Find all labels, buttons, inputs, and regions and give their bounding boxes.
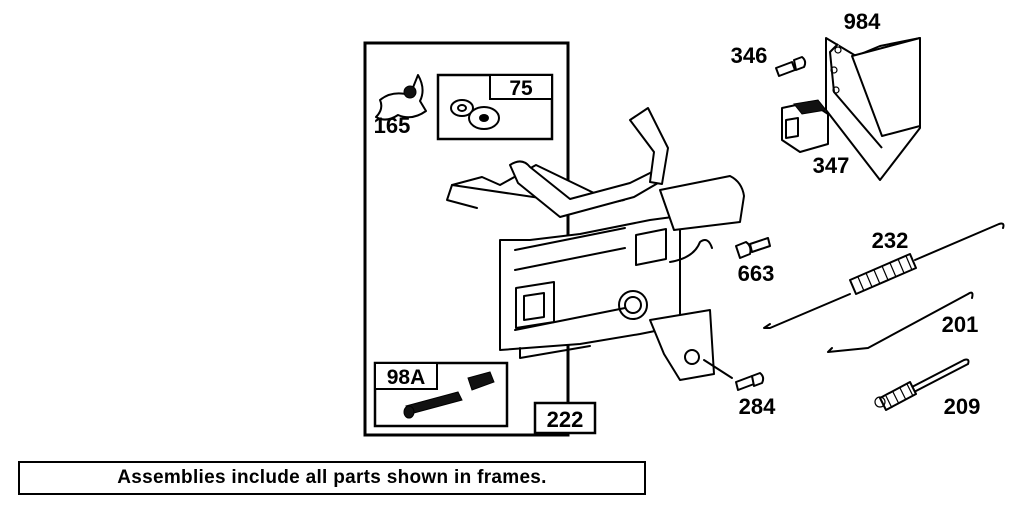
part-label-222: 222 <box>547 407 584 432</box>
washer-kit-75: 75 <box>436 73 554 141</box>
part-label-75: 75 <box>509 77 533 100</box>
spring-209: 209 <box>874 358 981 419</box>
screw-kit-98a: 98A <box>373 361 509 428</box>
part-label-98a: 98A <box>387 366 426 389</box>
spring-232: 232 <box>763 222 1005 329</box>
part-label-284: 284 <box>739 394 776 419</box>
part-label-232: 232 <box>872 228 909 253</box>
part-label-984: 984 <box>844 9 881 34</box>
part-label-346: 346 <box>731 43 768 68</box>
part-label-347: 347 <box>813 153 850 178</box>
screw-346: 346 <box>731 43 807 77</box>
part-label-663: 663 <box>738 261 775 286</box>
part-label-201: 201 <box>942 312 979 337</box>
screw-663: 663 <box>735 237 775 286</box>
part-label-165: 165 <box>374 113 411 138</box>
switch-347: 347 <box>781 99 850 178</box>
link-201: 201 <box>827 291 979 353</box>
wing-nut-165: 165 <box>374 74 427 138</box>
assembly-note: Assemblies include all parts shown in fr… <box>18 461 646 495</box>
part-label-209: 209 <box>944 394 981 419</box>
screw-284: 284 <box>703 359 776 419</box>
control-bracket <box>446 107 745 381</box>
bracket-984: 984 <box>825 9 921 181</box>
